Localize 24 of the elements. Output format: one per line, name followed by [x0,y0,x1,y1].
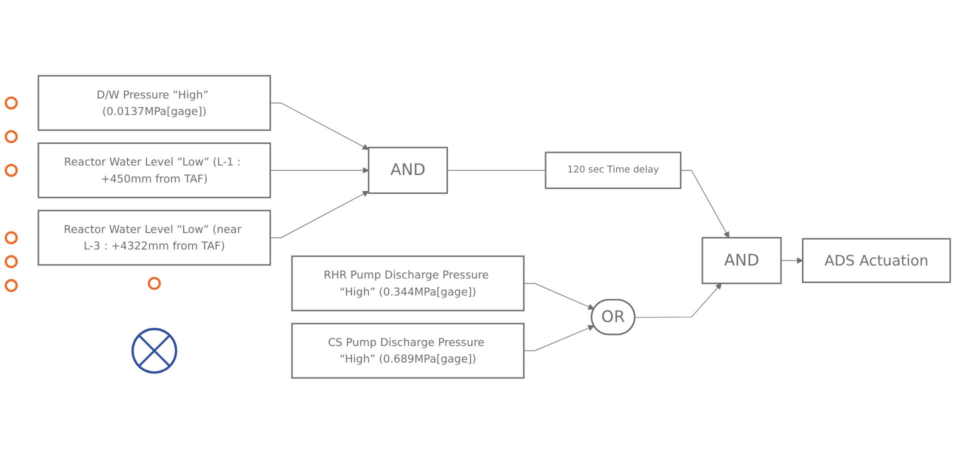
arrow [270,190,369,238]
arrow [270,166,369,174]
node-circle [148,276,161,290]
node-circle [4,130,18,143]
node-box: RHR Pump Discharge Pressure “High” (0.344MPa[gage]) [291,255,525,311]
arrow [680,170,730,238]
node-box: AND [368,146,448,194]
node-box: AND [702,236,782,284]
node-box: D/W Pressure “High” (0.0137MPa[gage]) [38,74,271,130]
node-box: Reactor Water Level “Low” (near L-3：+4322mm from TAF) [38,209,271,266]
node-circle [4,96,18,110]
node-circle [4,278,18,292]
arrow [780,257,803,264]
node-circle [4,163,18,176]
arrow [634,282,722,318]
node-box: CS Pump Discharge Pressure “High” (0.689MPa[gage]) [291,322,525,378]
node-box: 120 sec Time delay [544,151,682,189]
arrow [523,282,594,310]
node-circle [4,254,18,268]
arrow [523,324,594,351]
node-circle [4,230,18,244]
node-box: Reactor Water Level “Low” (L-1：+450mm from TAF) [38,142,271,198]
arrow [270,102,369,150]
node-box: ADS Actuation [802,238,951,283]
